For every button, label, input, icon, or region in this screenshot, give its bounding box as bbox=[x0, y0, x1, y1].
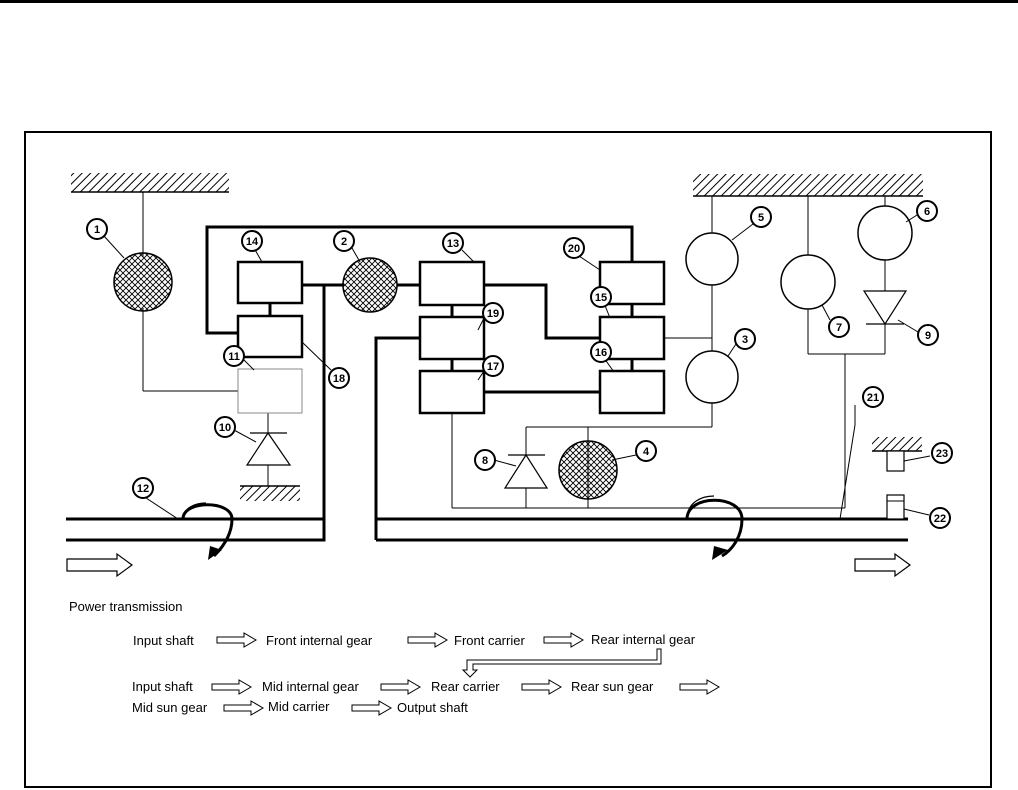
brake-7-circle bbox=[780, 254, 836, 310]
callout-6-label: 6 bbox=[924, 206, 930, 218]
r1-rear-internal-gear: Rear internal gear bbox=[591, 632, 696, 647]
flow-arrow-r2-4 bbox=[679, 679, 720, 695]
callout-5-label: 5 bbox=[758, 212, 764, 224]
flow-arrow-r3-1 bbox=[223, 700, 264, 716]
clutch-2-circle bbox=[342, 257, 398, 313]
box-16 bbox=[598, 369, 666, 415]
callout-17-label: 17 bbox=[487, 361, 499, 373]
brake-3-circle bbox=[685, 350, 739, 404]
callout-13-label: 13 bbox=[447, 238, 459, 250]
output-direction-arrow bbox=[854, 552, 912, 578]
box-14 bbox=[236, 260, 304, 305]
flow-arrow-r1-2 bbox=[407, 632, 448, 648]
callout-21-label: 21 bbox=[867, 392, 879, 404]
flow-arrow-r2-2 bbox=[380, 679, 421, 695]
brake-5-circle bbox=[685, 232, 739, 286]
input-direction-arrow bbox=[66, 552, 134, 578]
r2-mid-internal-gear: Mid internal gear bbox=[262, 679, 359, 694]
callout-20-label: 20 bbox=[568, 243, 580, 255]
flow-arrow-r2-3 bbox=[521, 679, 562, 695]
rotation-arrow-output bbox=[685, 495, 744, 560]
flow-return-arrow bbox=[461, 648, 662, 678]
flow-arrow-r1-3 bbox=[543, 632, 584, 648]
callout-leaders bbox=[103, 214, 931, 520]
parking-pawl-23 bbox=[886, 450, 905, 472]
flow-arrows bbox=[211, 632, 720, 716]
r3-output-shaft: Output shaft bbox=[397, 700, 468, 715]
callout-3-label: 3 bbox=[742, 334, 748, 346]
callout-1-label: 1 bbox=[94, 224, 100, 236]
callout-8-label: 8 bbox=[482, 455, 488, 467]
callout-markers: 1 2 3 4 5 6 7 8 9 10 11 12 13 14 15 16 1… bbox=[86, 200, 953, 529]
box-18 bbox=[236, 314, 304, 359]
callout-10-label: 10 bbox=[219, 422, 231, 434]
r1-front-internal-gear: Front internal gear bbox=[266, 633, 373, 648]
flow-arrow-r1-1 bbox=[216, 632, 257, 648]
power-transmission-title: Power transmission bbox=[69, 599, 183, 614]
box-13 bbox=[418, 260, 486, 307]
r3-mid-sun-gear: Mid sun gear bbox=[132, 700, 208, 715]
box-11 bbox=[237, 368, 303, 414]
flow-arrow-r2-1 bbox=[211, 679, 252, 695]
rotation-arrow-input bbox=[181, 502, 234, 560]
r1-front-carrier: Front carrier bbox=[454, 633, 525, 648]
one-way-clutch-10 bbox=[245, 431, 292, 466]
gear-boxes bbox=[236, 260, 666, 415]
r2-rear-carrier: Rear carrier bbox=[431, 679, 500, 694]
box-17 bbox=[418, 369, 486, 415]
ground-hatch-bottom-left bbox=[240, 485, 300, 501]
callout-7-label: 7 bbox=[836, 322, 842, 334]
callout-18-label: 18 bbox=[333, 373, 345, 385]
ground-hatch-left-top bbox=[71, 173, 229, 193]
flow-arrow-r3-2 bbox=[351, 700, 392, 716]
callout-22-label: 22 bbox=[934, 513, 946, 525]
callout-12-label: 12 bbox=[137, 483, 149, 495]
ground-hatch-right-top bbox=[693, 174, 923, 197]
clutch-1-circle bbox=[113, 252, 173, 312]
diagram-frame bbox=[24, 131, 992, 788]
callout-11-label: 11 bbox=[228, 351, 240, 363]
one-way-clutch-8 bbox=[503, 453, 549, 489]
brake-6-circle bbox=[857, 205, 913, 261]
callout-9-label: 9 bbox=[925, 330, 931, 342]
callout-15-label: 15 bbox=[595, 292, 607, 304]
callout-2-label: 2 bbox=[341, 236, 347, 248]
ground-hatch-right-small bbox=[872, 437, 922, 452]
box-19 bbox=[418, 315, 486, 361]
callout-16-label: 16 bbox=[595, 347, 607, 359]
thick-connections bbox=[66, 225, 908, 542]
r2-input-shaft: Input shaft bbox=[132, 679, 193, 694]
r2-rear-sun-gear: Rear sun gear bbox=[571, 679, 654, 694]
parking-gear-22 bbox=[886, 494, 905, 520]
clutch-4-circle bbox=[558, 440, 618, 500]
page-top-rule bbox=[0, 0, 1018, 3]
r3-mid-carrier: Mid carrier bbox=[268, 699, 330, 714]
callout-19-label: 19 bbox=[487, 308, 499, 320]
callout-14-label: 14 bbox=[246, 236, 259, 248]
one-way-clutch-9 bbox=[862, 290, 908, 326]
callout-4-label: 4 bbox=[643, 446, 650, 458]
r1-input-shaft: Input shaft bbox=[133, 633, 194, 648]
callout-23-label: 23 bbox=[936, 448, 948, 460]
